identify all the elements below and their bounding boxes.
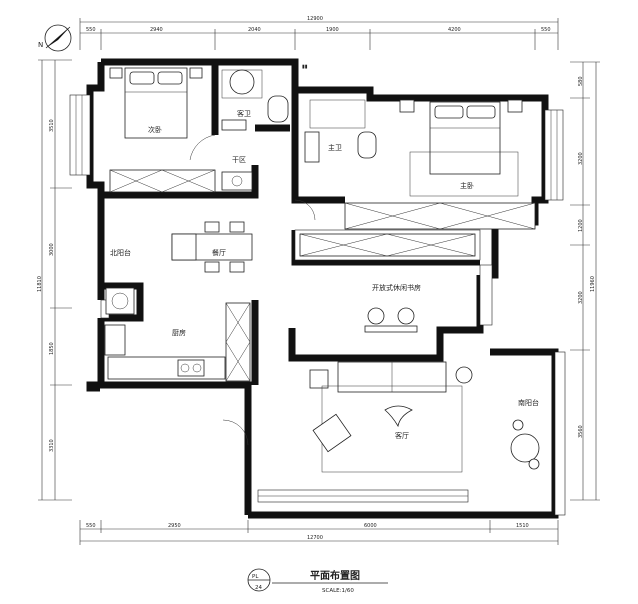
toilet-icon: [267, 95, 289, 123]
svg-text:▮▮: ▮▮: [302, 64, 308, 70]
right-dim-2: 3200: [578, 152, 584, 165]
round-table-icon: [510, 433, 540, 463]
stove-icon: [177, 359, 205, 377]
bottom-dimension-lines: 550 2950 6000 1510 12700: [79, 520, 559, 545]
room-label-kitchen: 厨房: [172, 328, 186, 337]
top-dimension-lines: 12900 550 2940 2040 1900 4200 550: [79, 16, 559, 50]
right-dimension-lines: 580 3200 1200 3200 3560 11960: [570, 61, 600, 501]
bottom-dim-2: 2950: [168, 523, 181, 529]
room-label-study: 开放式休闲书房: [372, 283, 421, 292]
right-dim-4: 3200: [578, 291, 584, 304]
washer-icon: [105, 287, 135, 315]
master-toilet-icon: [357, 131, 377, 159]
left-total-dim: 11810: [37, 276, 43, 292]
top-dim-4: 1900: [326, 27, 339, 33]
bottom-dim-4: 1510: [516, 523, 529, 529]
master-bath: 主卫: [294, 99, 377, 221]
right-dim-3: 1200: [578, 219, 584, 232]
left-dim-2: 3000: [49, 243, 55, 256]
side-table-icon: [309, 369, 329, 389]
room-label-north-balcony: 北阳台: [110, 248, 131, 257]
bottom-dim-3: 6000: [364, 523, 377, 529]
right-total-dim: 11960: [590, 276, 596, 292]
top-total-dim: 12900: [307, 16, 323, 22]
guest-bath: 客卫 ▮▮: [221, 64, 308, 131]
drawing-scale: SCALE:1/60: [322, 588, 354, 594]
badge-bottom: 24: [255, 585, 262, 591]
top-dim-5: 4200: [448, 27, 461, 33]
vanity-icon: [304, 131, 320, 163]
right-dim-1: 580: [578, 76, 584, 86]
fridge-icon: [104, 324, 126, 356]
north-label: N: [38, 41, 43, 49]
kitchen: 厨房: [104, 324, 226, 380]
left-dim-4: 3310: [49, 439, 55, 452]
dining-area: 餐厅: [171, 221, 253, 273]
coffee-table-icon: [384, 405, 413, 428]
study: 开放式休闲书房: [364, 283, 421, 333]
chair-icon-2: [397, 307, 415, 325]
right-dim-5: 3560: [578, 425, 584, 438]
left-dim-3: 1850: [49, 342, 55, 355]
top-dim-1: 550: [86, 27, 96, 33]
rug-icon: [409, 151, 519, 197]
south-balcony: 南阳台: [510, 398, 540, 470]
shower-icon: [229, 69, 255, 95]
north-balcony: 北阳台: [105, 248, 135, 315]
room-label-secondary-bedroom: 次卧: [148, 125, 162, 134]
desk-icon: [364, 325, 418, 333]
top-dim-3: 2040: [248, 27, 261, 33]
wardrobes: [109, 169, 536, 382]
secondary-bedroom: 次卧: [109, 67, 216, 161]
left-dimension-lines: 11810 3510 3000 1850 3310: [37, 59, 72, 501]
dry-area: 干区: [221, 156, 253, 191]
room-label-master-bedroom: 主卧: [460, 181, 474, 190]
armchair-icon: [312, 413, 352, 453]
top-dim-6: 550: [541, 27, 551, 33]
chair-icon: [367, 307, 385, 325]
drawing-title: 平面布置图: [310, 569, 360, 582]
bottom-total-dim: 12700: [307, 535, 323, 541]
bottom-dim-1: 550: [86, 523, 96, 529]
top-dim-2: 2940: [150, 27, 163, 33]
living-room: 客厅: [222, 361, 473, 473]
master-bedroom: 主卧: [399, 99, 523, 197]
basin-icon: [221, 171, 253, 191]
north-arrow-icon: N: [38, 24, 72, 52]
sink-icon: [221, 119, 247, 131]
room-label-master-bath: 主卫: [328, 143, 342, 152]
left-dim-1: 3510: [49, 119, 55, 132]
lamp-icon: [455, 366, 473, 384]
room-label-guest-bath: 客卫: [237, 109, 251, 118]
room-label-dining: 餐厅: [212, 248, 226, 257]
room-label-dry-area: 干区: [232, 156, 246, 164]
room-label-south-balcony: 南阳台: [518, 398, 539, 407]
title-block: PL 24 平面布置图 SCALE:1/60: [247, 568, 388, 594]
counter-icon: [107, 356, 226, 380]
room-label-living: 客厅: [395, 431, 409, 440]
badge-top: PL: [252, 574, 259, 580]
